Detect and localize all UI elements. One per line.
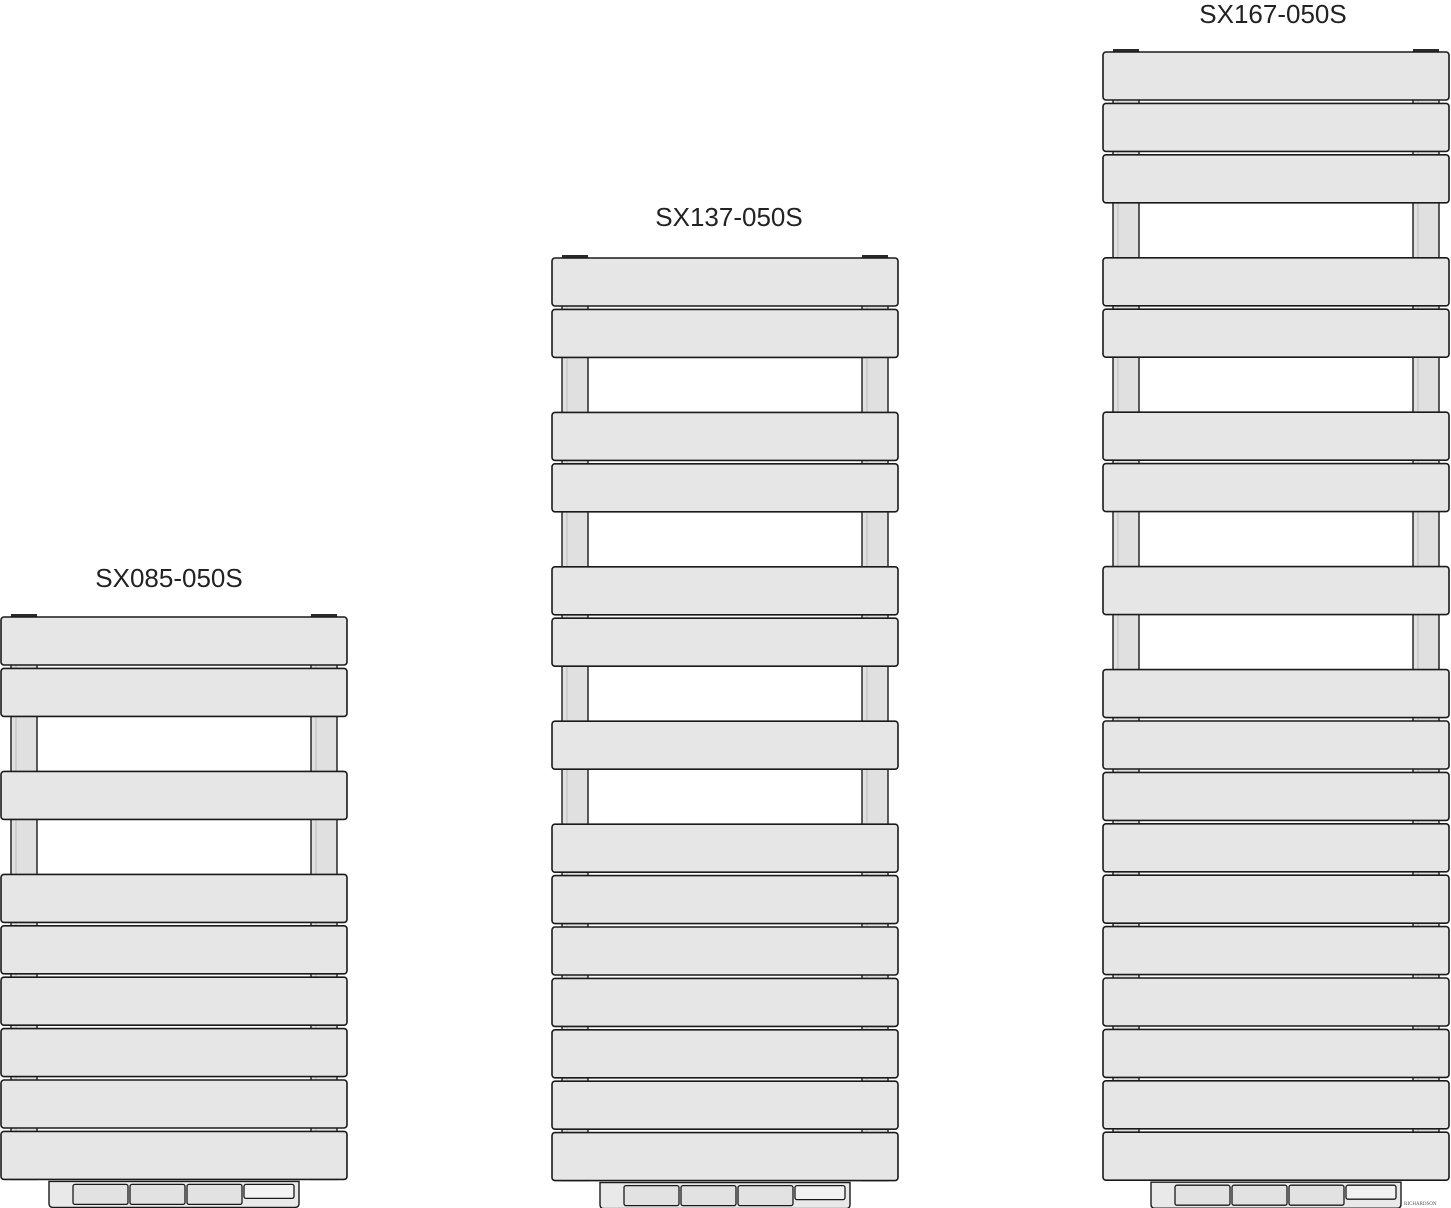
towel-bar [551,720,899,771]
towel-bar [1102,308,1450,359]
control-segment [72,1183,129,1206]
towel-bar [0,1079,348,1129]
towel-bar [1102,154,1450,204]
control-segment [1288,1184,1345,1206]
towel-bar [1102,771,1450,822]
towel-bar [1102,668,1450,719]
towel-bar [1102,874,1450,925]
control-segment [680,1184,737,1207]
towel-bar [0,770,348,821]
towel-bar [551,1131,899,1182]
towel-bar [1102,411,1450,462]
towel-bar [551,1080,899,1130]
towel-bar [0,924,348,975]
towel-bars [1102,51,1450,1181]
towel-bar [0,976,348,1027]
towel-bar [0,616,348,666]
control-unit [48,1180,300,1208]
towel-bar [551,977,899,1028]
towel-bars [551,257,899,1182]
top-cap-right [311,614,337,617]
towel-bar [1102,51,1450,101]
towel-bar [551,411,899,462]
control-segment [1174,1184,1231,1206]
control-segment [1231,1184,1288,1206]
radiator-sx085: SX085-050S [0,563,348,1208]
control-unit [1150,1181,1402,1208]
towel-bar [551,462,899,513]
towel-bar [1102,720,1450,770]
control-unit [599,1181,851,1208]
control-button [794,1184,846,1201]
towel-bar [1102,822,1450,873]
towel-bar [1102,1131,1450,1181]
towel-bar [1102,462,1450,513]
towel-bar [551,1029,899,1079]
towel-bar [551,926,899,976]
towel-bar [1102,102,1450,153]
towel-bars [0,616,348,1181]
control-button [243,1183,295,1200]
towel-bar [0,1130,348,1181]
towel-bar [551,617,899,668]
control-segment [737,1184,794,1207]
towel-bar [1102,256,1450,307]
towel-bar [551,257,899,307]
top-cap-left [562,255,588,258]
towel-bar [1102,1028,1450,1079]
top-cap-right [1413,49,1439,52]
control-segment [623,1184,680,1207]
towel-bar [1102,977,1450,1027]
towel-bar [551,308,899,359]
towel-bar [551,823,899,874]
top-cap-left [11,614,37,617]
top-cap-left [1113,49,1139,52]
radiator-sx137: SX137-050S [551,202,899,1208]
towel-bar [1102,1080,1450,1130]
towel-bar [551,874,899,925]
towel-bar [1102,565,1450,616]
model-label: SX085-050S [95,563,242,593]
towel-bar [0,1027,348,1078]
towel-bar [0,667,348,718]
brand-mark: RICHARDSON [1404,1202,1437,1207]
control-segment [129,1183,186,1206]
towel-bar [0,873,348,924]
towel-bar [551,565,899,616]
radiator-sx167: SX167-050S [1102,0,1450,1208]
model-label: SX137-050S [655,202,802,232]
towel-bar [1102,925,1450,976]
top-cap-right [862,255,888,258]
model-label: SX167-050S [1199,0,1346,29]
control-segment [186,1183,243,1206]
control-button [1345,1184,1397,1200]
